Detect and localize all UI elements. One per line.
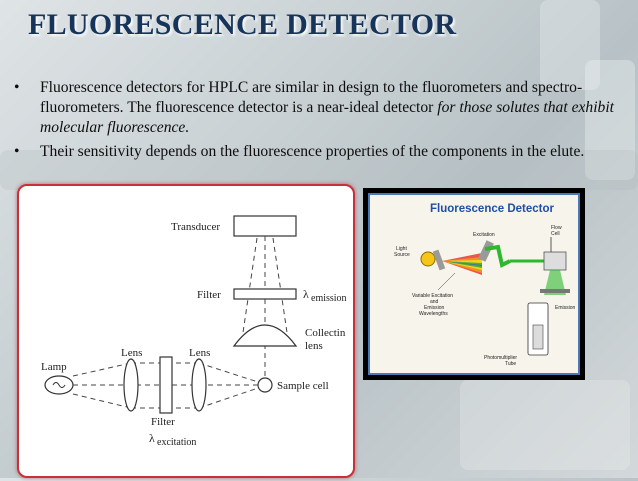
bullet-text: Fluorescence detectors for HPLC are simi… bbox=[40, 79, 583, 116]
background-shelf bbox=[0, 150, 638, 190]
variable-wavelengths-label-4: Wavelengths bbox=[419, 311, 448, 317]
detector-illustration: Fluorescence Detector Light Source Excit… bbox=[368, 193, 580, 375]
transducer-box bbox=[233, 215, 297, 237]
illustration-title: Fluorescence Detector bbox=[430, 203, 555, 215]
emission-subscript: emission bbox=[311, 293, 347, 304]
spectrum-green bbox=[442, 261, 482, 268]
spectrum-blue bbox=[442, 261, 482, 266]
excitation-filter bbox=[159, 356, 173, 414]
excitation-filter-label: Filter bbox=[151, 416, 175, 428]
lamp-label: Lamp bbox=[41, 361, 67, 373]
schematic-diagram: Transducer Filter λ emission Collectin l… bbox=[41, 215, 347, 448]
flow-cell-label: Flow bbox=[551, 225, 562, 231]
lamp-filament-icon bbox=[52, 382, 66, 388]
detector-illustration-svg: Fluorescence Detector Light Source Excit… bbox=[394, 203, 576, 367]
collecting-lens-label-2: lens bbox=[305, 340, 323, 352]
detector-illustration-frame: Fluorescence Detector Light Source Excit… bbox=[363, 188, 585, 380]
bullet-text-italic: for those solutes that exhibit molecular… bbox=[40, 99, 614, 136]
sample-cell-icon bbox=[257, 377, 273, 393]
excitation-beam-edge bbox=[198, 362, 259, 383]
bullet-item: • Their sensitivity depends on the fluor… bbox=[14, 142, 626, 162]
collecting-lens-label: Collectin bbox=[305, 327, 346, 339]
grating-icon bbox=[432, 249, 446, 271]
emission-filter-icon bbox=[540, 289, 570, 293]
bullet-marker: • bbox=[14, 79, 20, 96]
bullet-list: • Fluorescence detectors for HPLC are si… bbox=[14, 78, 626, 166]
light-source-label-2: Source bbox=[394, 252, 410, 258]
pmt-label-2: Tube bbox=[505, 361, 516, 367]
lens-2-label: Lens bbox=[189, 347, 210, 359]
lambda-excitation-symbol: λ bbox=[149, 431, 155, 445]
bullet-text: Their sensitivity depends on the fluores… bbox=[40, 143, 585, 160]
emission-beam bbox=[544, 270, 566, 295]
background-bottle bbox=[585, 60, 635, 180]
sample-cell-label: Sample cell bbox=[277, 380, 329, 392]
light-source-icon bbox=[420, 251, 436, 267]
pmt-inner-icon bbox=[532, 324, 544, 350]
emission-filter-label: Filter bbox=[197, 289, 221, 301]
bullet-item: • Fluorescence detectors for HPLC are si… bbox=[14, 78, 626, 138]
flow-cell-icon bbox=[543, 251, 567, 271]
excitation-beam-edge bbox=[72, 362, 132, 377]
excitation-subscript: excitation bbox=[157, 437, 196, 448]
collecting-lens bbox=[232, 324, 298, 347]
transducer-label: Transducer bbox=[171, 221, 220, 233]
lens-1-label: Lens bbox=[121, 347, 142, 359]
bullet-marker: • bbox=[14, 143, 20, 160]
flow-cell-label-2: Cell bbox=[551, 231, 560, 237]
lens-2-icon bbox=[191, 358, 207, 412]
excitation-beam-edge bbox=[72, 393, 132, 409]
pointer-line bbox=[437, 272, 456, 291]
lens-1-icon bbox=[123, 358, 139, 412]
schematic-diagram-panel: Transducer Filter λ emission Collectin l… bbox=[17, 184, 355, 478]
light-source-label: Light bbox=[396, 246, 407, 252]
variable-wavelengths-label-2: and bbox=[430, 299, 439, 305]
excitation-beam-edge bbox=[198, 387, 259, 409]
excitation-beam-green bbox=[484, 244, 511, 268]
slide-title: FLUORESCENCE DETECTOR bbox=[28, 8, 457, 41]
variable-wavelengths-label: Variable Excitation bbox=[412, 293, 453, 299]
excitation-label: Excitation bbox=[473, 232, 495, 238]
variable-wavelengths-label-3: Emission bbox=[424, 305, 445, 311]
background-bottle bbox=[540, 0, 600, 90]
lambda-emission-symbol: λ bbox=[303, 287, 309, 301]
pmt-label: Photomultiplier bbox=[484, 355, 517, 361]
emission-filter bbox=[233, 288, 297, 300]
background-instrument bbox=[460, 380, 630, 470]
emission-label: Emission bbox=[555, 305, 576, 311]
mirror-icon bbox=[478, 240, 494, 262]
